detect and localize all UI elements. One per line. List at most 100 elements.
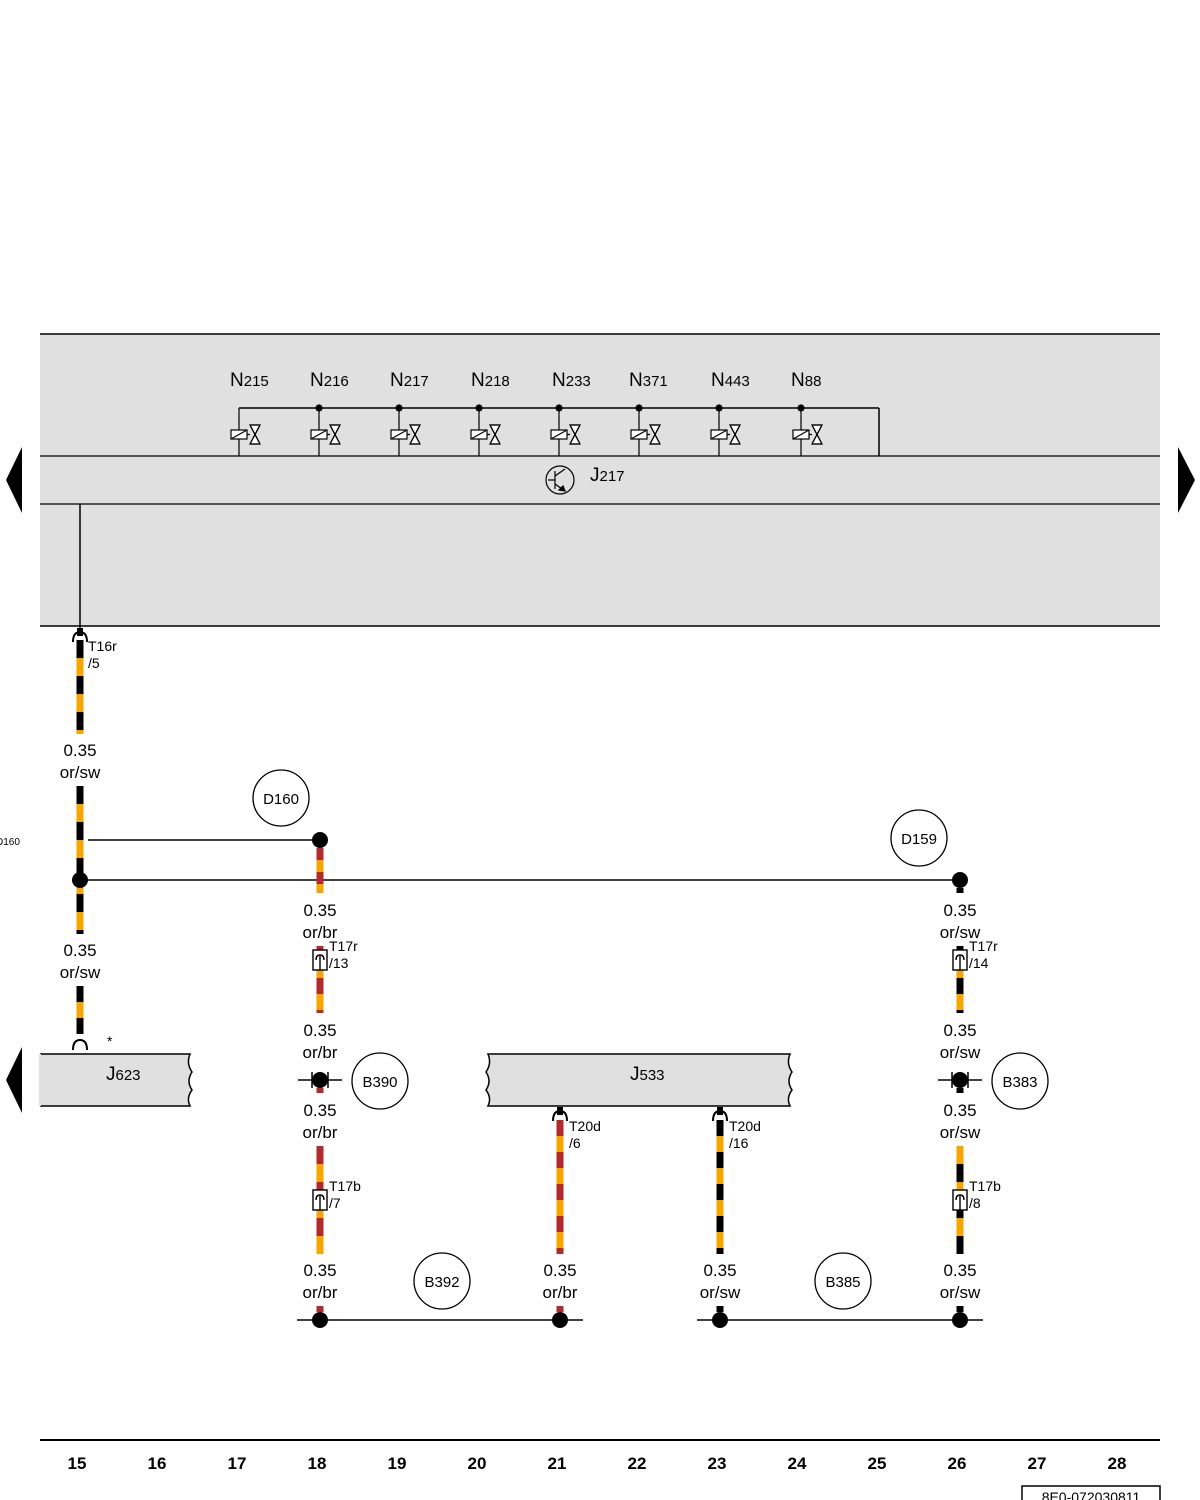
column-number: 15 — [68, 1454, 87, 1473]
transistor-icon — [545, 465, 575, 495]
edge-label-d160: D160 — [0, 837, 20, 848]
column-number: 28 — [1108, 1454, 1127, 1473]
column-number: 20 — [468, 1454, 487, 1473]
socket-connector-icon — [312, 949, 328, 971]
conn-t20d-16: T20d — [729, 1118, 761, 1134]
column-number: 23 — [708, 1454, 727, 1473]
column-number: 27 — [1028, 1454, 1047, 1473]
solenoid-valve-icon — [792, 404, 823, 456]
junction-dot — [952, 1312, 968, 1328]
svg-text:or/sw: or/sw — [60, 763, 101, 782]
svg-text:0.35: 0.35 — [943, 1101, 976, 1120]
solenoid-valve-icon — [550, 404, 581, 456]
valve-labels: N215 N216 N217 N218 N233 N371 N443 N88 — [230, 370, 821, 391]
j533-box — [485, 1053, 793, 1107]
striped-wire — [956, 1088, 964, 1093]
doc-id-box — [1021, 1485, 1161, 1500]
valve-n216-label: N216 — [310, 370, 349, 391]
valve-n443-label: N443 — [711, 370, 750, 391]
svg-text:0.35: 0.35 — [943, 901, 976, 920]
socket-connector-icon — [952, 949, 968, 971]
svg-text:or/sw: or/sw — [940, 923, 981, 942]
junction-dot — [312, 1072, 328, 1088]
striped-wire — [316, 1306, 324, 1312]
svg-text:or/br: or/br — [303, 1283, 338, 1302]
pin-connector-icons — [72, 630, 728, 1122]
svg-text:0.35: 0.35 — [303, 1261, 336, 1280]
solenoid-valve-icon — [310, 404, 341, 456]
svg-text:0.35: 0.35 — [303, 901, 336, 920]
svg-text:0.35: 0.35 — [63, 941, 96, 960]
conn-t20d-6: T20d — [569, 1118, 601, 1134]
svg-text:or/br: or/br — [303, 923, 338, 942]
junction-dot — [72, 872, 88, 888]
svg-text:0.35: 0.35 — [303, 1101, 336, 1120]
j623-label: J623 — [106, 1064, 141, 1085]
conn-t17b-8: T17b — [969, 1178, 1001, 1194]
svg-text:or/sw: or/sw — [940, 1043, 981, 1062]
junction-dot — [712, 1312, 728, 1328]
callout-b392: B392 — [424, 1274, 459, 1291]
conn-t17b-7: T17b — [329, 1178, 361, 1194]
j623-pin-icon — [72, 1038, 88, 1051]
conn-t16r: T16r — [88, 638, 117, 654]
column-number: 22 — [628, 1454, 647, 1473]
striped-wire — [76, 786, 84, 934]
callout-d159: D159 — [901, 831, 937, 848]
svg-text:or/sw: or/sw — [940, 1123, 981, 1142]
conn-t17r-14-pin: /14 — [969, 955, 989, 971]
svg-text:0.35: 0.35 — [303, 1021, 336, 1040]
connector-labels: T16r /5 T17r /13 T17r /14 T17b /7 T17b /… — [88, 638, 1001, 1211]
junction-dot — [552, 1312, 568, 1328]
striped-wire — [956, 1306, 964, 1312]
page-left-arrow-icon[interactable] — [6, 447, 22, 513]
column-number: 24 — [788, 1454, 807, 1473]
junction-dot — [312, 832, 328, 848]
svg-text:or/br: or/br — [303, 1043, 338, 1062]
conn-t16r-pin: /5 — [88, 655, 100, 671]
conn-t17b-7-pin: /7 — [329, 1195, 341, 1211]
socket-connector-icon — [952, 1189, 968, 1211]
striped-wire — [956, 888, 964, 893]
j623-box — [39, 1053, 193, 1107]
valve-n233-label: N233 — [552, 370, 591, 391]
conn-t17r-14: T17r — [969, 938, 998, 954]
striped-wire — [556, 1306, 564, 1312]
valve-n371-label: N371 — [629, 370, 668, 391]
svg-text:or/br: or/br — [543, 1283, 578, 1302]
plain-wires — [79, 504, 983, 1321]
solenoid-valve-icon — [470, 404, 501, 456]
svg-text:or/sw: or/sw — [940, 1283, 981, 1302]
conn-t20d-6-pin: /6 — [569, 1135, 581, 1151]
valve-n215-label: N215 — [230, 370, 269, 391]
page-right-arrow-icon[interactable] — [1178, 447, 1195, 513]
striped-wire — [716, 1306, 724, 1312]
striped-wire — [316, 1088, 324, 1093]
socket-connector-icon — [312, 1189, 328, 1211]
wire-segments — [76, 640, 964, 1312]
svg-text:or/sw: or/sw — [60, 963, 101, 982]
svg-text:0.35: 0.35 — [943, 1261, 976, 1280]
svg-text:0.35: 0.35 — [703, 1261, 736, 1280]
valve-n218-label: N218 — [471, 370, 510, 391]
column-number: 26 — [948, 1454, 967, 1473]
striped-wire — [316, 848, 324, 893]
svg-text:0.35: 0.35 — [543, 1261, 576, 1280]
solenoid-valve-icon — [630, 404, 661, 456]
valve-n88-label: N88 — [791, 370, 821, 391]
striped-wire — [76, 986, 84, 1034]
striped-wire — [716, 1120, 724, 1254]
svg-text:or/sw: or/sw — [700, 1283, 741, 1302]
svg-text:0.35: 0.35 — [943, 1021, 976, 1040]
conn-t17r-13-pin: /13 — [329, 955, 349, 971]
solenoid-valve-icon — [390, 404, 421, 456]
circle-callouts — [252, 769, 1049, 1310]
j533-label: J533 — [630, 1064, 665, 1085]
conn-t17b-8-pin: /8 — [969, 1195, 981, 1211]
svg-text:or/br: or/br — [303, 1123, 338, 1142]
junctions — [72, 832, 968, 1328]
conn-t20d-16-pin: /16 — [729, 1135, 749, 1151]
svg-text:0.35: 0.35 — [63, 741, 96, 760]
page-left-arrow-lower-icon[interactable] — [6, 1047, 22, 1113]
